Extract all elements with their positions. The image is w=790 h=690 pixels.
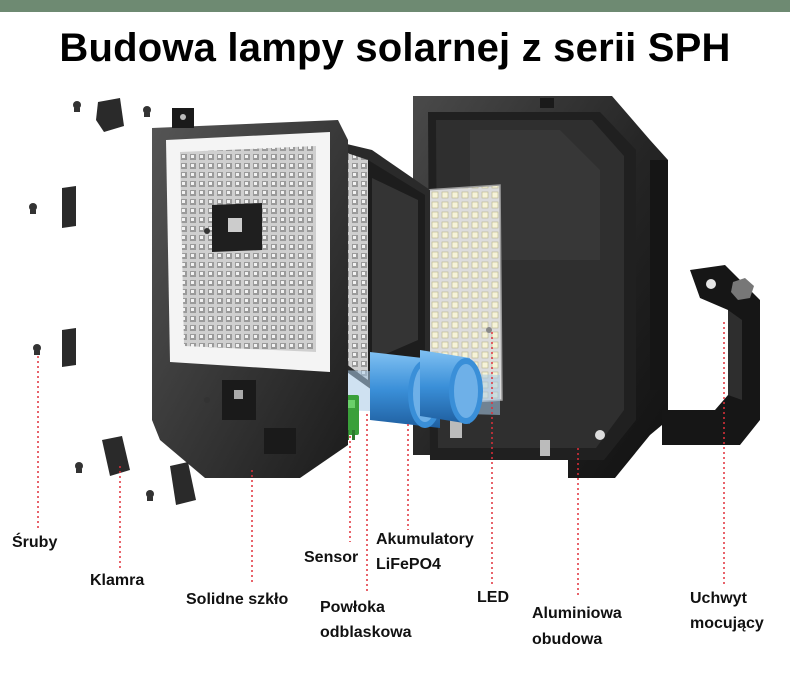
screws: [29, 101, 210, 501]
label-sruby: Śruby: [12, 534, 58, 551]
page-title: Budowa lampy solarnej z serii SPH: [59, 26, 731, 70]
label-sensor: Sensor: [304, 549, 359, 566]
led-board: [424, 184, 503, 406]
label-uchwyt-line1: Uchwyt: [690, 590, 747, 607]
label-uchwyt-line2: mocujący: [690, 615, 764, 632]
leader-lines: [37, 322, 725, 598]
label-obudowa-line2: obudowa: [532, 631, 603, 648]
label-klamra: Klamra: [90, 572, 145, 589]
label-led: LED: [477, 589, 509, 606]
lifepo4-batteries: [370, 350, 483, 428]
front-frame-glass: [152, 108, 348, 478]
label-solidne-szklo: Solidne szkło: [186, 591, 289, 608]
mounting-bracket: [662, 265, 760, 445]
label-obudowa-line1: Aluminiowa: [532, 605, 622, 622]
header-bar: [0, 0, 790, 12]
clip-parts: [62, 98, 196, 505]
label-powloka-line2: odblaskowa: [320, 624, 412, 641]
label-akumulatory-line1: Akumulatory: [376, 531, 474, 548]
label-akumulatory-line2: LiFePO4: [376, 556, 441, 573]
label-powloka-line1: Powłoka: [320, 599, 385, 616]
